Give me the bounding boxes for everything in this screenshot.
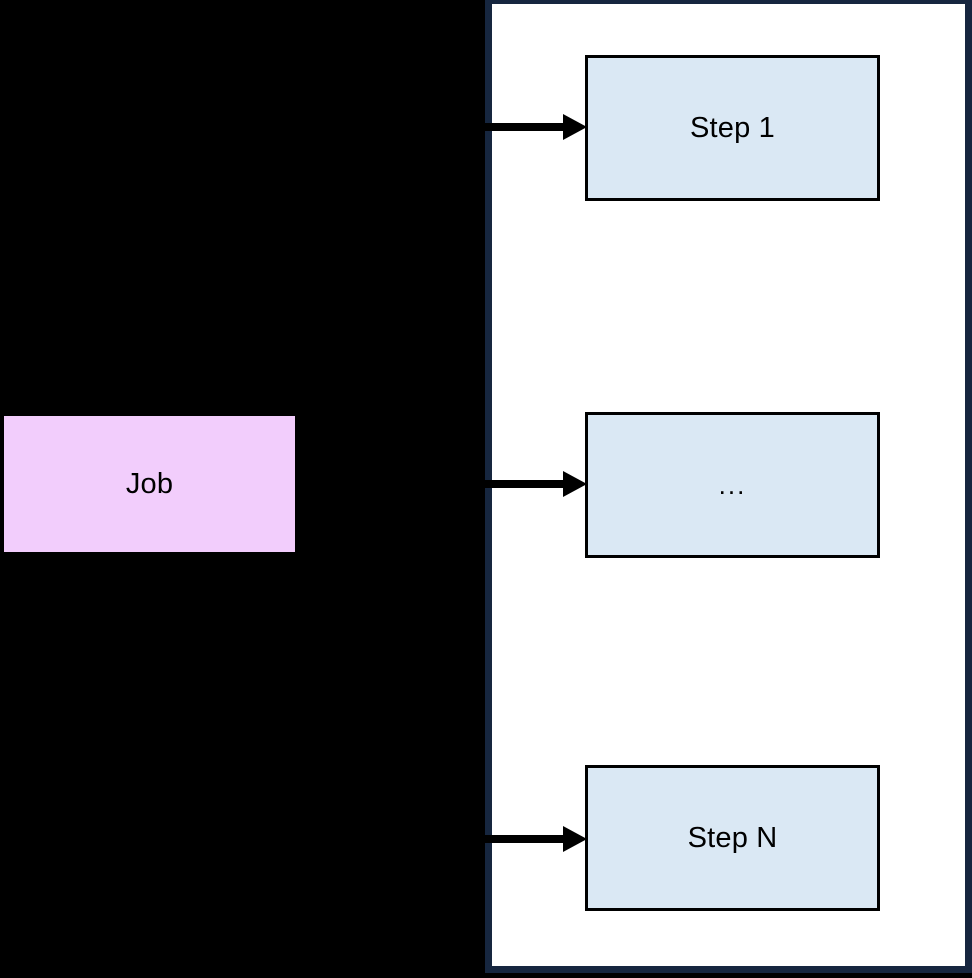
node-step-1-label: Step 1 [689, 111, 776, 144]
node-step-ellipsis[interactable]: ... [585, 412, 880, 558]
node-job[interactable]: Job [4, 416, 295, 552]
node-job-label: Job [125, 467, 174, 500]
node-step-ellipsis-label: ... [718, 470, 747, 500]
node-step-n[interactable]: Step N [585, 765, 880, 911]
node-step-n-label: Step N [687, 821, 778, 854]
node-step-1[interactable]: Step 1 [585, 55, 880, 201]
